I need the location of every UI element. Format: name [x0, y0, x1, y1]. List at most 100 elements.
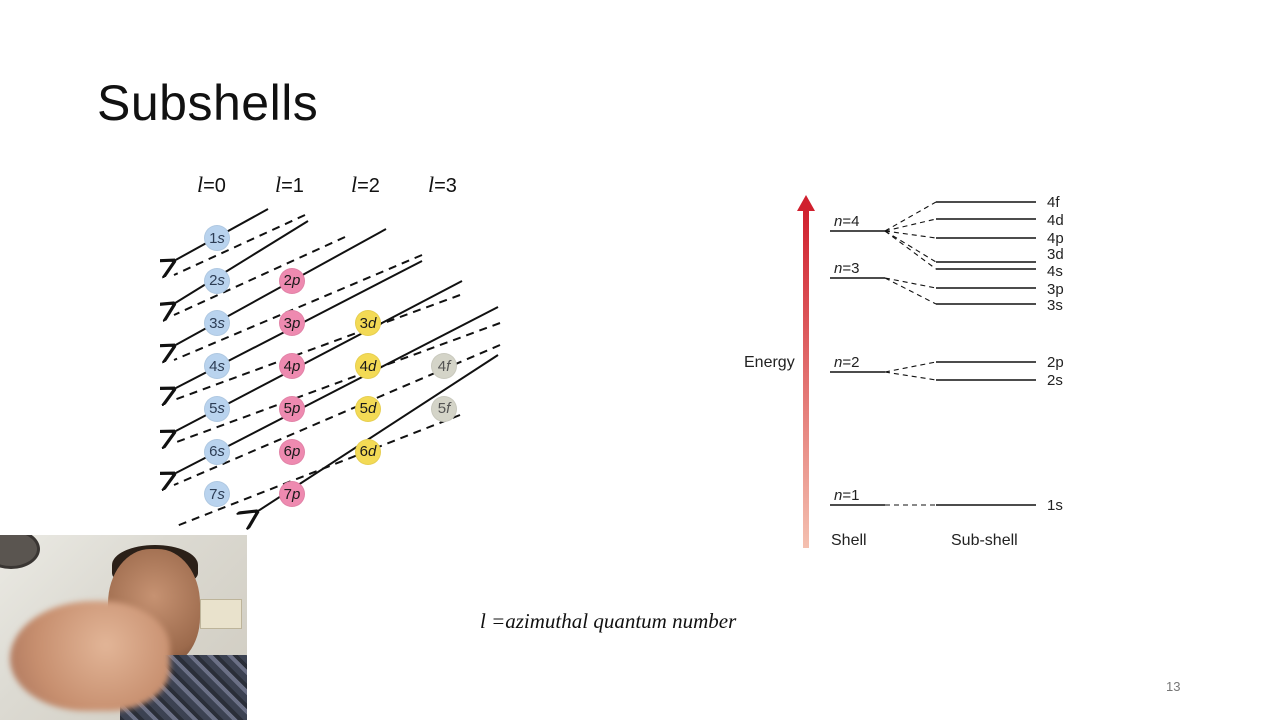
orbital-type: f [446, 400, 451, 418]
orbital-type: d [368, 400, 377, 418]
orbital-n: 3 [283, 314, 292, 332]
shell-label-n1: n=1 [834, 487, 859, 504]
shell-label-n3: n=3 [834, 260, 859, 277]
aufbau-dashed-guide [173, 254, 423, 361]
column-header-l3: l=3 [428, 172, 457, 198]
l-eq: =1 [281, 175, 304, 197]
subshell-label-3p: 3p [1047, 281, 1064, 298]
orbital-type: f [446, 357, 451, 375]
aufbau-arrow [172, 228, 387, 347]
orbital-n: 5 [283, 400, 292, 418]
split-line-3p [884, 277, 937, 289]
subshell-label-1s: 1s [1047, 497, 1063, 514]
orbital-n: 3 [359, 314, 368, 332]
subshell-label-2s: 2s [1047, 372, 1063, 389]
subshell-label-4d: 4d [1047, 212, 1064, 229]
l-var: l [428, 172, 435, 197]
orbital-n: 3 [209, 314, 218, 332]
orbital-type: p [292, 357, 301, 375]
split-line-4f [884, 201, 937, 232]
slide-title: Subshells [97, 75, 319, 131]
l-var: l [275, 172, 282, 197]
aufbau-dashed-guide [173, 214, 306, 276]
orbital-type: s [217, 272, 225, 290]
l-eq: =3 [434, 175, 457, 197]
orbital-type: p [292, 443, 301, 460]
orbital-n: 5 [359, 400, 368, 418]
aufbau-dashed-guide [173, 322, 501, 444]
orbital-type: s [217, 485, 225, 503]
subshell-label-3s: 3s [1047, 297, 1063, 314]
orbital-type: s [217, 229, 225, 247]
l-var: l [351, 172, 358, 197]
aufbau-dashed-guide [173, 414, 461, 528]
orbital-n: 4 [209, 357, 218, 375]
column-header-l1: l=1 [275, 172, 304, 198]
l-eq: =2 [357, 175, 380, 197]
energy-axis-label: Energy [744, 354, 795, 371]
caption: l =azimuthal quantum number [480, 609, 737, 633]
page-number: 13 [1166, 679, 1181, 694]
split-line-2s [884, 371, 937, 381]
l-eq: =0 [203, 175, 226, 197]
split-line-4s [884, 230, 937, 270]
orbital-n: 2 [283, 272, 292, 290]
orbital-n: 6 [359, 443, 368, 460]
wall-clock [0, 535, 40, 569]
subshell-label-3d: 3d [1047, 246, 1064, 263]
subshell-label-4s: 4s [1047, 263, 1063, 280]
subshell-label-4p: 4p [1047, 230, 1064, 247]
orbital-n: 1 [209, 229, 218, 247]
split-line-3d [884, 230, 937, 263]
orbital-type: p [292, 272, 301, 290]
orbital-n: 7 [209, 485, 218, 503]
orbital-type: d [368, 314, 377, 332]
split-line-2p [884, 361, 937, 373]
orbital-type: p [292, 400, 301, 418]
split-line-4d [884, 218, 937, 232]
split-line-3s [884, 277, 937, 305]
orbital-n: 4 [283, 357, 292, 375]
webcam-overlay [0, 535, 247, 720]
orbital-type: s [217, 400, 225, 418]
orbital-n: 6 [209, 443, 218, 460]
wall-outlet [200, 599, 242, 629]
l-var: l [197, 172, 204, 197]
shell-label-n2: n=2 [834, 354, 859, 371]
subshell-label-2p: 2p [1047, 354, 1064, 371]
energy-arrow-shaft [803, 210, 809, 548]
orbital-n: 5 [437, 400, 447, 418]
presenter-hand [10, 601, 170, 711]
orbital-type: p [292, 485, 301, 503]
subshell-header: Sub-shell [951, 532, 1018, 549]
column-header-l0: l=0 [197, 172, 226, 198]
orbital-n: 6 [283, 443, 292, 460]
orbital-type: p [292, 314, 301, 332]
aufbau-dashed-guide [173, 236, 346, 316]
orbital-n: 7 [283, 485, 292, 503]
orbital-n: 2 [209, 272, 218, 290]
orbital-type: d [368, 357, 377, 375]
orbital-type: s [217, 443, 225, 460]
orbital-n: 4 [437, 357, 447, 375]
energy-arrow-head [797, 195, 815, 211]
aufbau-arrow [172, 220, 309, 305]
orbital-n: 4 [359, 357, 368, 375]
